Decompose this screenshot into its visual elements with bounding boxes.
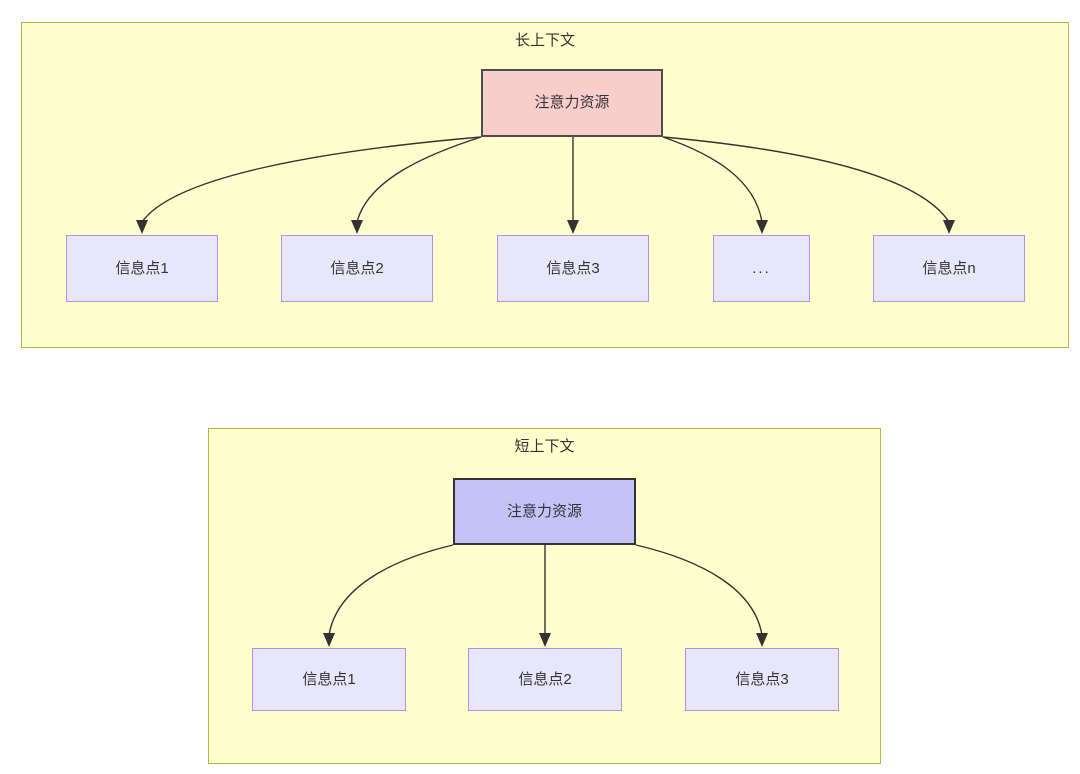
node-info-point-ellipsis-long[interactable]: ... [713, 235, 810, 302]
node-attention-resource-short-label: 注意力资源 [506, 502, 582, 520]
node-info-point-n-long[interactable]: 信息点n [873, 235, 1025, 302]
node-info-point-2-short-label: 信息点2 [518, 670, 572, 688]
node-info-point-1-long[interactable]: 信息点1 [66, 235, 218, 302]
node-info-point-1-long-label: 信息点1 [115, 259, 169, 277]
node-attention-resource-long-label: 注意力资源 [534, 94, 610, 112]
node-info-point-3-short[interactable]: 信息点3 [685, 648, 839, 711]
node-info-point-2-long-label: 信息点2 [330, 259, 384, 277]
node-info-point-n-long-label: 信息点n [922, 259, 976, 277]
node-info-point-2-long[interactable]: 信息点2 [281, 235, 433, 302]
node-info-point-1-short-label: 信息点1 [302, 670, 356, 688]
node-attention-resource-long[interactable]: 注意力资源 [481, 69, 663, 137]
node-info-point-3-long[interactable]: 信息点3 [497, 235, 649, 302]
group-long-context-title: 长上下文 [514, 32, 575, 49]
node-info-point-3-long-label: 信息点3 [546, 259, 600, 277]
node-info-point-2-short[interactable]: 信息点2 [468, 648, 622, 711]
node-info-point-3-short-label: 信息点3 [735, 670, 789, 688]
group-short-context-title: 短上下文 [514, 438, 575, 455]
node-info-point-1-short[interactable]: 信息点1 [252, 648, 406, 711]
node-attention-resource-short[interactable]: 注意力资源 [453, 478, 636, 545]
node-info-point-ellipsis-long-label: ... [752, 259, 771, 277]
